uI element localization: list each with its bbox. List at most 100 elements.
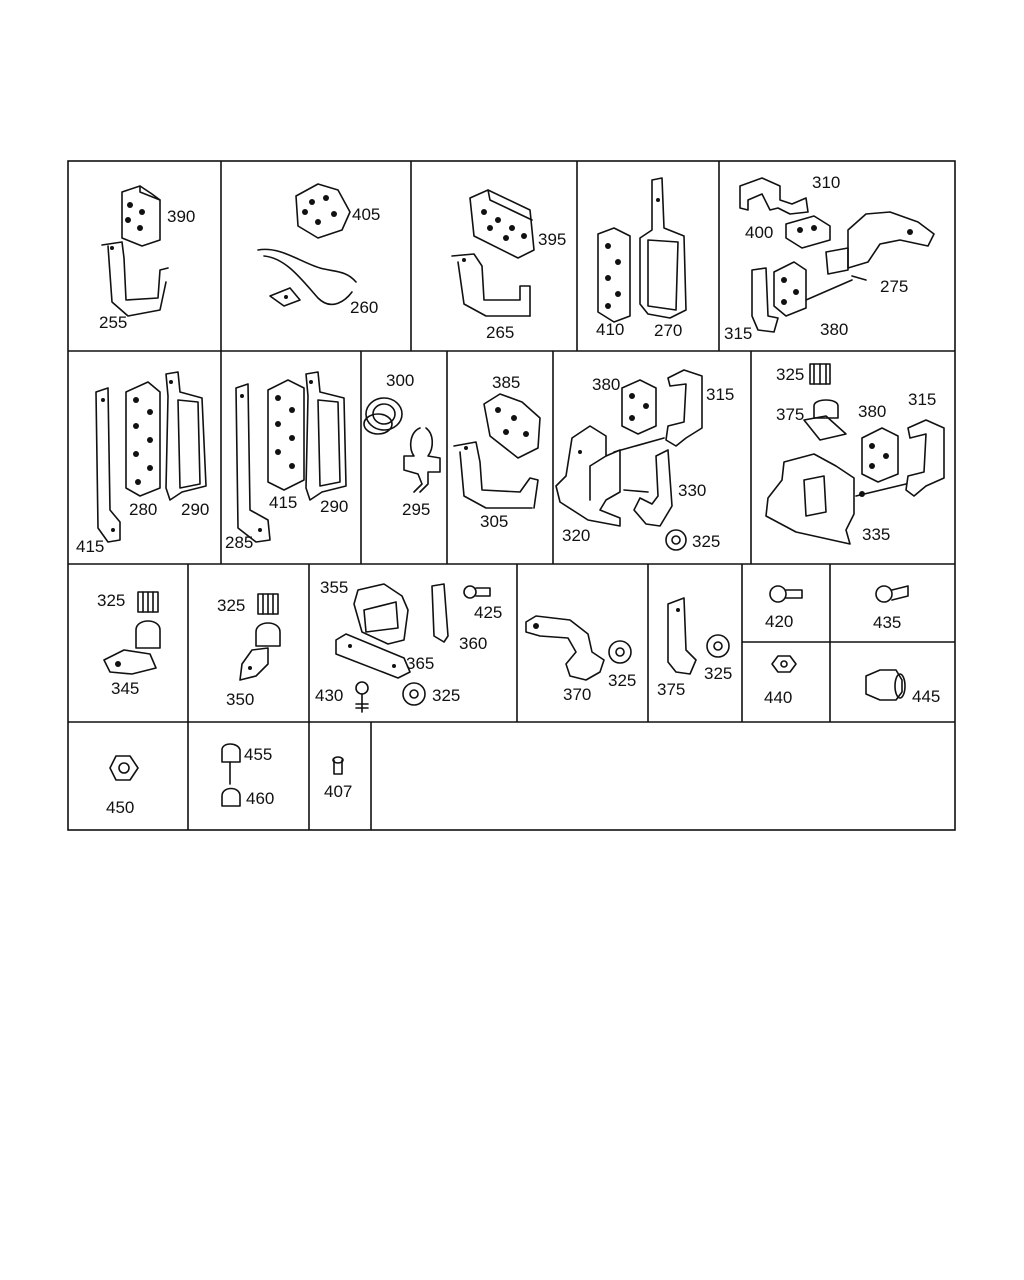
nut-drawing (771, 655, 797, 673)
rubber-grommet-drawing (295, 183, 351, 239)
part-cell-445: 445 (865, 669, 940, 706)
rubber-grommet-drawing (267, 379, 305, 491)
part-label: 380 (858, 402, 886, 421)
rubber-grommet-drawing (121, 185, 161, 247)
part-label: 260 (350, 298, 378, 317)
diagram-grid (67, 160, 956, 831)
part-label: 435 (873, 613, 901, 632)
part-label: 295 (402, 500, 430, 519)
clip-drawing (403, 427, 441, 493)
part-label: 450 (106, 798, 134, 817)
part-label: 395 (538, 230, 566, 249)
part-label: 325 (704, 664, 732, 683)
part-label: 407 (324, 782, 352, 801)
clamp-drawing (305, 371, 347, 501)
screw-drawing (355, 681, 369, 713)
rubber-grommet-drawing (785, 215, 831, 249)
mount-bracket-drawing (825, 211, 935, 281)
clamp-drawing (165, 371, 207, 501)
screw-drawing (769, 585, 803, 603)
part-label: 460 (246, 789, 274, 808)
part-cell-410-270: 410 270 (596, 177, 687, 340)
part-label: 375 (776, 405, 804, 424)
part-cell-375-325: 375 325 (657, 597, 732, 699)
part-cell-300-295: 300 295 (363, 371, 441, 519)
part-label: 350 (226, 690, 254, 709)
part-label: 290 (320, 497, 348, 516)
part-cell-395-265: 395 265 (451, 189, 566, 342)
bracket-drawing (101, 241, 169, 317)
bracket-drawing (235, 383, 271, 543)
part-label: 415 (269, 493, 297, 512)
part-label: 275 (880, 277, 908, 296)
part-label: 430 (315, 686, 343, 705)
part-label: 345 (111, 679, 139, 698)
part-label: 325 (608, 671, 636, 690)
part-label: 305 (480, 512, 508, 531)
bracket-drawing (905, 419, 945, 497)
part-label: 325 (97, 591, 125, 610)
bolt-drawing (463, 585, 491, 599)
part-label: 455 (244, 745, 272, 764)
part-label: 310 (812, 173, 840, 192)
strap-clamp-drawing (257, 248, 357, 307)
part-label: 265 (486, 323, 514, 342)
clip-drawing (431, 583, 449, 643)
part-label: 335 (862, 525, 890, 544)
clip-drawing (751, 267, 853, 333)
part-cell-450: 450 (106, 755, 139, 817)
part-label: 315 (724, 324, 752, 343)
clip-drawing (803, 399, 847, 441)
part-cell-420: 420 (765, 585, 803, 631)
part-label: 405 (352, 205, 380, 224)
part-cell-405-260: 405 260 (257, 183, 380, 317)
part-label: 270 (654, 321, 682, 340)
part-label: 255 (99, 313, 127, 332)
strap-drawing (335, 633, 411, 679)
bracket-drawing (453, 441, 539, 509)
grommet-ring-drawing (363, 397, 403, 435)
part-label: 315 (706, 385, 734, 404)
part-label: 370 (563, 685, 591, 704)
part-label: 400 (745, 223, 773, 242)
part-label: 290 (181, 500, 209, 519)
bolt-drawing (875, 585, 909, 603)
rubber-grommet-drawing (773, 261, 807, 317)
clip-drawing (221, 743, 241, 807)
part-cell-380-315-320-330-325: 380 315 320 330 325 (555, 369, 734, 551)
part-label: 285 (225, 533, 253, 552)
part-label: 380 (820, 320, 848, 339)
part-label: 445 (912, 687, 940, 706)
part-cell-285-415-290: 285 415 290 (225, 371, 348, 552)
clip-drawing (667, 597, 697, 675)
part-label: 325 (776, 365, 804, 384)
rubber-grommet-drawing (621, 379, 657, 435)
bracket-drawing (95, 387, 121, 543)
rubber-grommet-drawing (125, 381, 161, 497)
clamp-drawing (623, 449, 673, 527)
bracket-drawing (665, 369, 703, 447)
part-cell-280-415-290: 280 415 290 (76, 371, 209, 556)
part-label: 420 (765, 612, 793, 631)
rubber-bushing-drawing (402, 682, 426, 706)
part-cell-435: 435 (873, 585, 909, 632)
bracket-drawing (353, 583, 409, 645)
rubber-grommet-drawing (483, 393, 541, 459)
part-cell-407: 407 (324, 756, 352, 801)
part-label: 280 (129, 500, 157, 519)
rubber-bushing-drawing (706, 634, 730, 658)
bracket-drawing (451, 253, 531, 317)
part-cell-325-375-380-315-335: 325 375 380 315 335 (765, 363, 945, 545)
part-label: 360 (459, 634, 487, 653)
part-label: 425 (474, 603, 502, 622)
part-cell-325-350: 325 350 (217, 593, 281, 709)
part-cell-455-460: 455 460 (221, 743, 274, 808)
clip-drawing (239, 622, 281, 681)
part-label: 300 (386, 371, 414, 390)
rubber-bushing-drawing (608, 640, 632, 664)
rubber-grommet-drawing (597, 227, 631, 323)
part-cell-325-345: 325 345 (97, 591, 161, 698)
clip-drawing (103, 620, 161, 675)
part-label: 325 (217, 596, 245, 615)
pin-drawing (332, 756, 344, 775)
